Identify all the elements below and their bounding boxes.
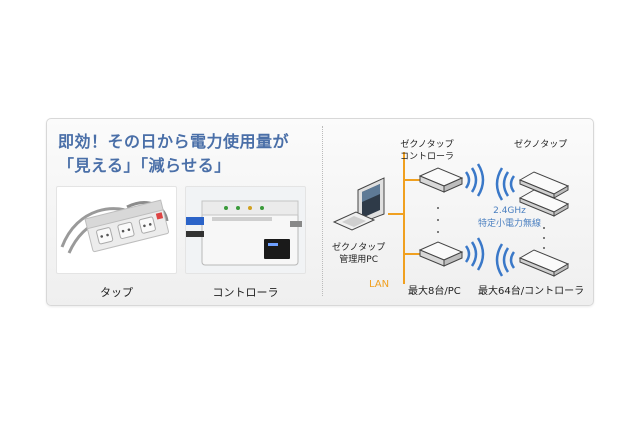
- tap-device-2: [518, 189, 570, 217]
- controller-label: ゼクノタップ コントローラ: [400, 140, 455, 162]
- tap-label: ゼクノタップ: [514, 140, 568, 150]
- panel-divider: [322, 126, 323, 296]
- pc-icon: [332, 177, 385, 231]
- wireless-label: 2.4GHz 特定小電力無線: [478, 206, 542, 229]
- max-taps-label: 最大64台/コントローラ: [478, 286, 585, 297]
- controller-icon-bottom: [418, 241, 464, 267]
- controller-ellipsis: [437, 207, 439, 233]
- controller-photo: [185, 186, 306, 274]
- lan-bus: [388, 152, 420, 284]
- controller-icon-top: [418, 167, 464, 193]
- headline-line1: 即効！その日から電力使用量が: [58, 132, 290, 151]
- headline-line2: 「見える」「減らせる」: [58, 156, 231, 175]
- max-controllers-label: 最大8台/PC: [408, 286, 461, 297]
- tap-ellipsis: [543, 227, 545, 249]
- network-diagram: [332, 152, 570, 284]
- pc-label: ゼクノタップ 管理用PC: [332, 243, 386, 265]
- controller-caption: コントローラ: [212, 286, 279, 299]
- tap-device-3: [518, 249, 570, 277]
- power-tap-photo: [56, 186, 177, 274]
- tap-waves: [495, 167, 516, 277]
- tap-caption: タップ: [100, 286, 133, 299]
- tap-device-1: [518, 171, 570, 199]
- headline: 即効！その日から電力使用量が 「見える」「減らせる」: [58, 130, 289, 178]
- lan-label: LAN: [369, 279, 390, 290]
- controller-waves: [464, 163, 485, 271]
